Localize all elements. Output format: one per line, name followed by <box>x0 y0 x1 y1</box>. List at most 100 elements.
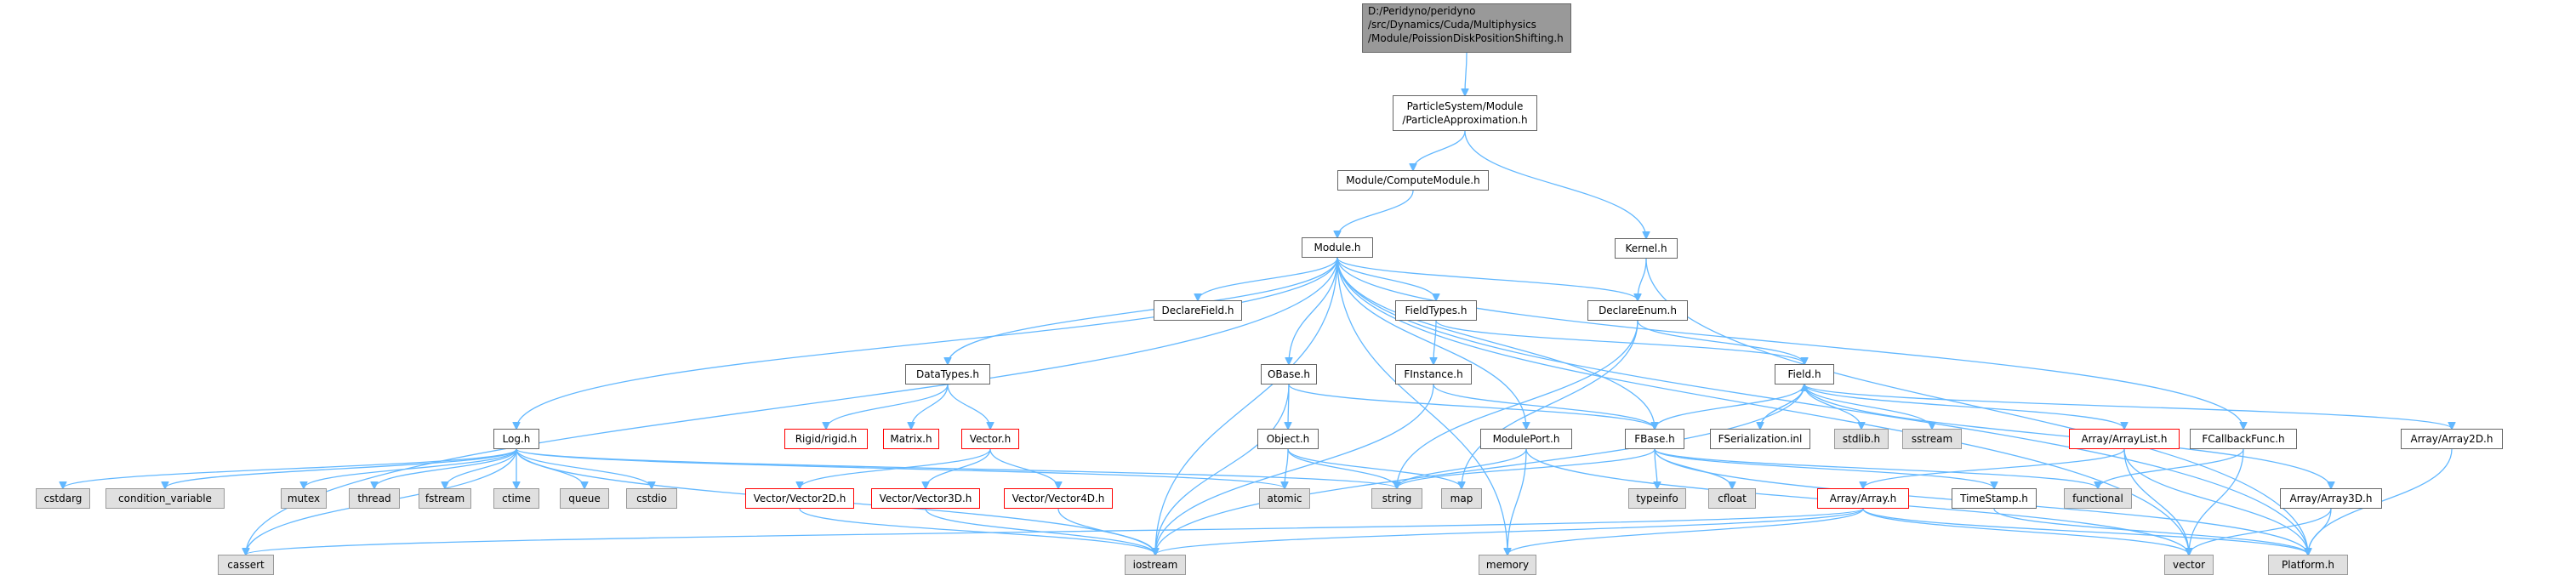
node-declare-field[interactable]: DeclareField.h <box>1154 300 1242 321</box>
edge-log-to-condition_variable <box>165 448 517 488</box>
edge-module-to-module_port <box>1336 257 1526 429</box>
node-obase[interactable]: OBase.h <box>1261 364 1317 384</box>
node-cstdarg[interactable]: cstdarg <box>36 488 90 509</box>
edge-fbase-to-typeinfo <box>1655 448 1657 488</box>
root-file-line-3: /Module/PoissionDiskPositionShifting.h <box>1368 32 1564 44</box>
edge-compute_module-to-module <box>1337 190 1414 237</box>
node-stdlib[interactable]: stdlib.h <box>1834 429 1889 449</box>
edge-log-to-thread <box>374 448 517 488</box>
edge-data_types-to-rigid <box>826 384 949 429</box>
node-functional[interactable]: functional <box>2064 488 2132 509</box>
edge-vector4d-to-iostream <box>1057 508 1155 555</box>
edge-module_port-to-string <box>1397 448 1527 488</box>
node-vector-std[interactable]: vector <box>2164 555 2214 575</box>
edge-vector2d-to-iostream <box>799 508 1155 555</box>
node-fstream[interactable]: fstream <box>419 488 471 509</box>
edge-finstance-to-iostream <box>1155 384 1434 555</box>
node-particle-approximation[interactable]: ParticleSystem/Module /ParticleApproxima… <box>1393 95 1537 131</box>
node-thread[interactable]: thread <box>349 488 400 509</box>
node-cstdio[interactable]: cstdio <box>626 488 677 509</box>
node-compute-module[interactable]: Module/ComputeModule.h <box>1337 170 1489 191</box>
edge-fbase-to-timestamp <box>1654 448 1994 488</box>
edge-array3d-to-vector_std <box>2189 508 2332 555</box>
edge-obase-to-fbase <box>1288 384 1655 429</box>
edge-module-to-declare_field <box>1198 257 1338 300</box>
edge-module-to-field_types <box>1336 257 1436 300</box>
node-vector[interactable]: Vector.h <box>961 429 1019 449</box>
node-rigid[interactable]: Rigid/rigid.h <box>784 429 868 449</box>
node-field-types[interactable]: FieldTypes.h <box>1395 300 1477 321</box>
edge-module-to-declare_enum <box>1336 257 1638 300</box>
edge-kernel-to-platform <box>1645 258 2308 555</box>
node-matrix[interactable]: Matrix.h <box>883 429 939 449</box>
node-vector3d[interactable]: Vector/Vector3D.h <box>871 488 980 509</box>
node-array3d[interactable]: Array/Array3D.h <box>2280 488 2382 509</box>
particle-approximation-line-1: ParticleSystem/Module <box>1406 100 1524 112</box>
node-typeinfo[interactable]: typeinfo <box>1628 488 1686 509</box>
node-memory[interactable]: memory <box>1479 555 1536 575</box>
node-fcallback-func[interactable]: FCallbackFunc.h <box>2190 429 2297 449</box>
edge-array-to-vector_std <box>1862 508 2189 555</box>
node-array2d[interactable]: Array/Array2D.h <box>2401 429 2503 449</box>
node-map[interactable]: map <box>1441 488 1482 509</box>
node-string[interactable]: string <box>1371 488 1422 509</box>
edge-field-to-array3d <box>1804 384 2331 488</box>
edge-declare_enum-to-map <box>1462 320 1638 488</box>
edge-particle_approx-to-compute_module <box>1413 130 1466 170</box>
edge-module-to-fbase <box>1336 257 1655 429</box>
node-cassert[interactable]: cassert <box>218 555 274 575</box>
node-ctime[interactable]: ctime <box>493 488 539 509</box>
edge-array-to-cassert <box>246 508 1864 555</box>
node-fbase[interactable]: FBase.h <box>1625 429 1684 449</box>
edge-timestamp-to-platform <box>1993 508 2308 555</box>
node-module[interactable]: Module.h <box>1302 237 1373 258</box>
node-declare-enum[interactable]: DeclareEnum.h <box>1587 300 1688 321</box>
node-kernel[interactable]: Kernel.h <box>1615 238 1678 259</box>
edge-module-to-data_types <box>948 257 1338 364</box>
node-module-port[interactable]: ModulePort.h <box>1480 429 1572 449</box>
edge-field-to-fbase <box>1655 384 1805 429</box>
node-condition-variable[interactable]: condition_variable <box>105 488 225 509</box>
edge-object-to-string <box>1287 448 1397 488</box>
edge-field-to-array_list <box>1804 384 2124 429</box>
edge-array3d-to-platform <box>2308 508 2332 555</box>
edge-array_list-to-vector_std <box>2123 448 2189 555</box>
edge-root-to-particle_approx <box>1465 52 1467 95</box>
edge-module_port-to-memory <box>1507 448 1527 555</box>
node-timestamp[interactable]: TimeStamp.h <box>1952 488 2037 509</box>
node-log[interactable]: Log.h <box>493 429 539 449</box>
node-vector2d[interactable]: Vector/Vector2D.h <box>745 488 854 509</box>
node-platform[interactable]: Platform.h <box>2268 555 2348 575</box>
edge-field-to-iostream <box>1155 384 1805 555</box>
edge-module-to-fcallback <box>1336 257 2243 429</box>
node-root-file[interactable]: D:/Peridyno/peridyno /src/Dynamics/Cuda/… <box>1362 3 1571 53</box>
node-array-list[interactable]: Array/ArrayList.h <box>2069 429 2180 449</box>
edge-module-to-platform <box>1336 257 2308 555</box>
node-finstance[interactable]: FInstance.h <box>1395 364 1472 384</box>
edge-module-to-obase <box>1289 257 1338 364</box>
edge-vector-to-vector2d <box>800 448 991 488</box>
node-data-types[interactable]: DataTypes.h <box>905 364 990 384</box>
node-array[interactable]: Array/Array.h <box>1817 488 1909 509</box>
edge-log-to-cstdio <box>516 448 652 488</box>
edge-object-to-map <box>1287 448 1462 488</box>
node-mutex[interactable]: mutex <box>281 488 327 509</box>
node-queue[interactable]: queue <box>560 488 609 509</box>
edge-data_types-to-vector <box>947 384 990 429</box>
node-object[interactable]: Object.h <box>1257 429 1319 449</box>
edge-obase-to-iostream <box>1155 384 1290 555</box>
node-field[interactable]: Field.h <box>1775 364 1834 384</box>
node-sstream[interactable]: sstream <box>1902 429 1962 449</box>
node-vector4d[interactable]: Vector/Vector4D.h <box>1004 488 1113 509</box>
root-file-line-1: D:/Peridyno/peridyno <box>1368 5 1476 17</box>
node-cfloat[interactable]: cfloat <box>1708 488 1756 509</box>
node-iostream[interactable]: iostream <box>1125 555 1186 575</box>
edge-module-to-memory <box>1336 257 1507 555</box>
node-atomic[interactable]: atomic <box>1259 488 1310 509</box>
edge-log-to-fstream <box>445 448 517 488</box>
node-fserialization[interactable]: FSerialization.inl <box>1710 429 1810 449</box>
edge-field-to-sstream <box>1804 384 1932 429</box>
edge-vector-to-vector4d <box>989 448 1058 488</box>
edge-fbase-to-string <box>1397 448 1656 488</box>
edge-log-to-mutex <box>304 448 517 488</box>
